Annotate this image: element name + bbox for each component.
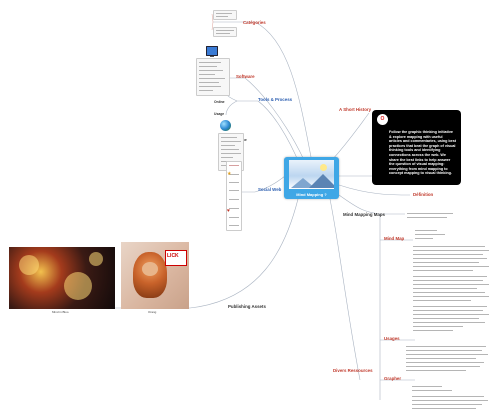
long-text-block <box>411 244 491 336</box>
branch-maps[interactable]: Mind Mapping Maps <box>343 212 385 217</box>
mindmap-note <box>413 228 453 242</box>
sub-categories[interactable]: Catégories <box>243 20 266 25</box>
globe-icon <box>220 120 231 131</box>
monitor-icon <box>206 46 218 57</box>
photo-orangutan-caption: Orang <box>148 310 157 314</box>
maps-note <box>405 211 461 221</box>
photo-orangutan[interactable] <box>121 242 189 309</box>
sub-mindmap[interactable]: Mind Map <box>384 236 405 241</box>
branch-tools[interactable]: Tools & Process <box>258 97 293 102</box>
star-icon: ★ <box>227 171 232 177</box>
card-logo: O <box>377 114 388 125</box>
branch-publishing[interactable]: Publishing Assets <box>228 304 266 309</box>
branch-misc[interactable]: Divers Ressources <box>333 368 373 373</box>
central-topic-image <box>289 160 334 189</box>
software-list <box>196 58 230 96</box>
central-topic[interactable]: Mind Mapping ? <box>284 157 339 199</box>
sub-online[interactable]: Online <box>214 100 225 104</box>
sub-graphic[interactable]: Grapher <box>384 376 402 381</box>
central-topic-title: Mind Mapping ? <box>296 192 327 197</box>
card-text: Follow the graphic thinking initiative &… <box>389 130 457 176</box>
photo-abstract[interactable] <box>9 247 115 309</box>
info-card: O Follow the graphic thinking initiative… <box>372 110 461 185</box>
graphic-text-block <box>410 384 490 412</box>
sub-uses[interactable]: Usages <box>384 336 400 341</box>
heart-icon: ♥ <box>227 208 230 214</box>
uses-text-block <box>404 344 490 376</box>
categories-note-top <box>213 10 237 20</box>
branch-software[interactable]: Software <box>236 74 255 79</box>
sub-practice[interactable]: Usage <box>214 112 225 116</box>
categories-note-bottom <box>213 27 237 37</box>
branch-definition[interactable]: Définition <box>413 192 434 197</box>
photo-abstract-caption: Mind in Bloo <box>52 310 69 314</box>
branch-social[interactable]: Social Web <box>258 187 282 192</box>
branch-history[interactable]: A Short History <box>339 107 372 112</box>
social-list <box>226 161 242 231</box>
